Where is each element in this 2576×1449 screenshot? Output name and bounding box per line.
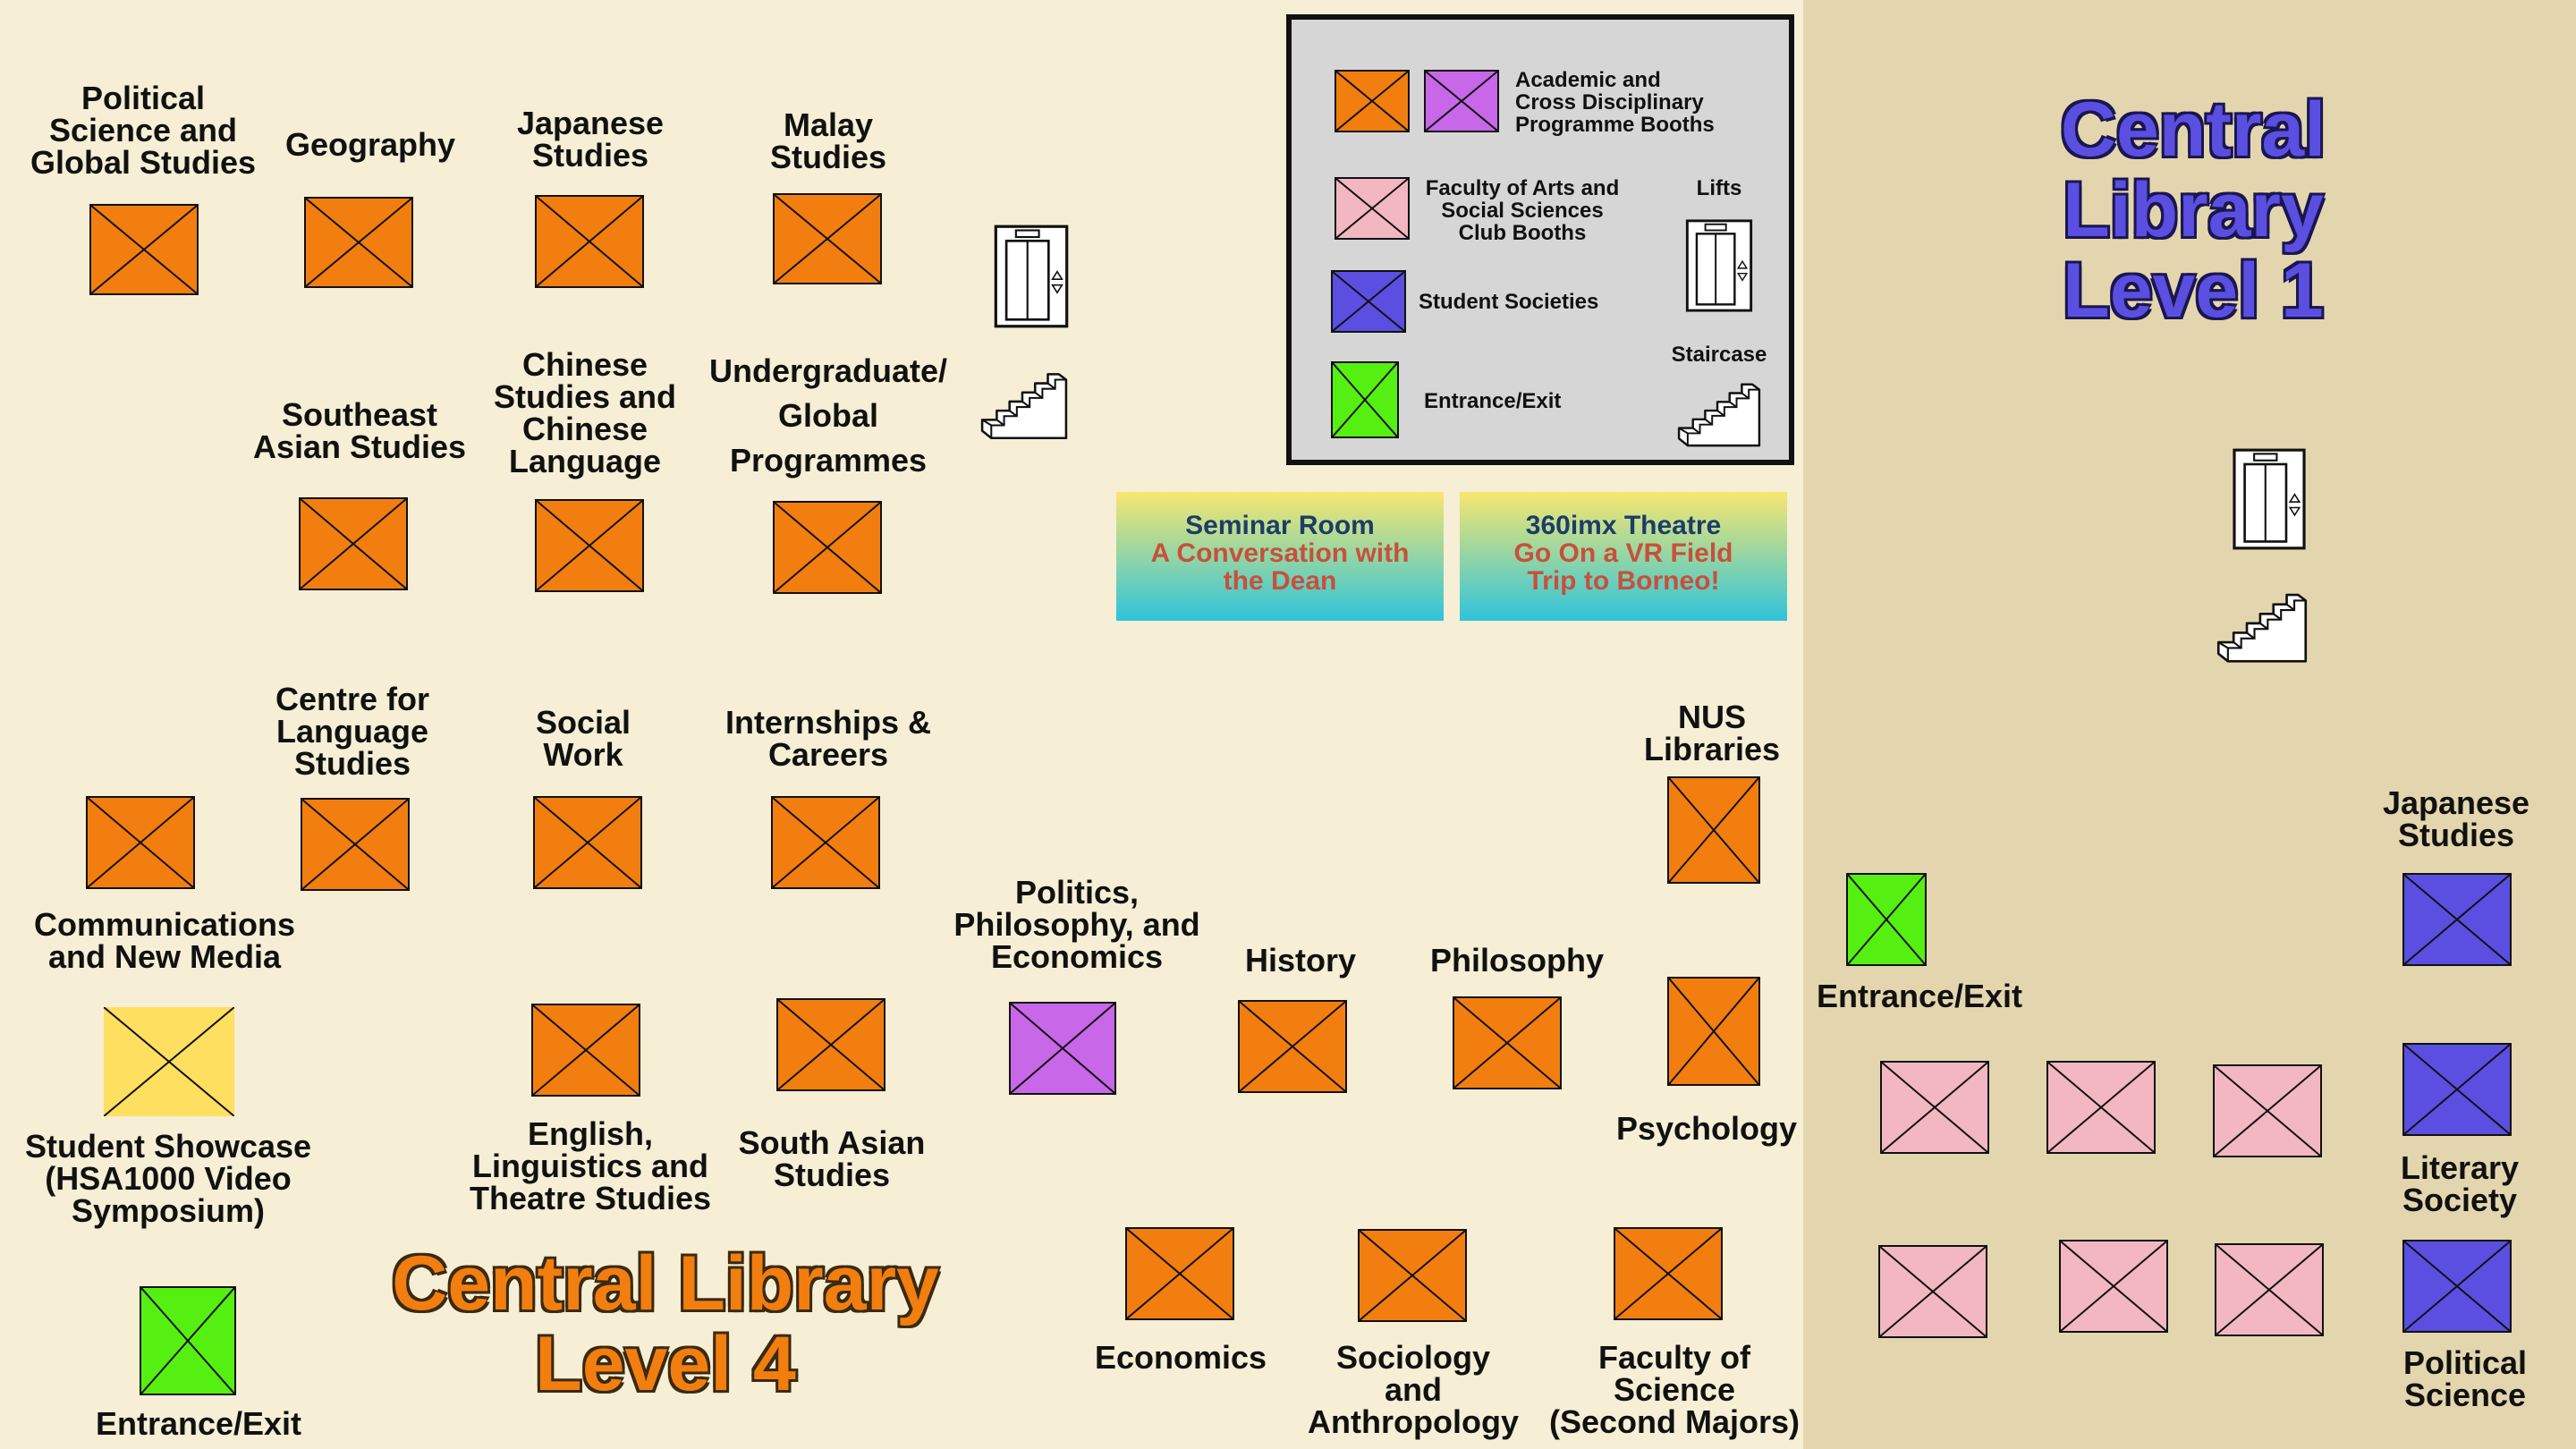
booth-philosophy[interactable] <box>1453 996 1562 1089</box>
society-literary-society[interactable] <box>2402 1043 2512 1136</box>
booth-student-showcase[interactable] <box>104 1007 234 1116</box>
booth-history[interactable] <box>1238 1000 1347 1093</box>
level4-title: Central Library Level 4 <box>392 1241 939 1407</box>
seminar-room-title: Seminar Room <box>1185 511 1375 540</box>
fass-club-booth[interactable] <box>1878 1245 1987 1338</box>
booth-japanese-studies[interactable] <box>535 195 644 288</box>
booth-label: Malay Studies <box>769 106 887 175</box>
booth-label: Faculty of Science (Second Majors) <box>1548 1339 1801 1440</box>
booth-label: Southeast Asian Studies <box>252 396 467 465</box>
legend-fass-club-label: Faculty of Arts and Social Sciences Club… <box>1425 176 1620 245</box>
seminar-room-event: A Conversation with the Dean <box>1150 538 1410 596</box>
fass-club-booth[interactable] <box>2215 1243 2324 1336</box>
theatre-room-title: 360imx Theatre <box>1525 511 1722 540</box>
booth-label: Chinese Studies and Chinese Language <box>493 346 677 479</box>
booth-southeast-asian-studies[interactable] <box>299 497 408 590</box>
legend-staircase-label: Staircase <box>1671 343 1767 367</box>
booth-geography[interactable] <box>304 197 413 288</box>
booth-politics-philosophy-economics[interactable] <box>1009 1002 1116 1095</box>
booth-south-asian-studies[interactable] <box>776 998 886 1091</box>
booth-label: Social Work <box>535 704 631 773</box>
theatre-room-event: Go On a VR Field Trip to Borneo! <box>1513 538 1733 596</box>
society-political-science[interactable] <box>2402 1240 2512 1333</box>
legend-lifts-label: Lifts <box>1696 176 1742 200</box>
booth-sociology-anthropology[interactable] <box>1358 1229 1467 1322</box>
booth-communications-new-media[interactable] <box>86 796 195 889</box>
lift-icon <box>993 224 1070 329</box>
booth-social-work[interactable] <box>533 796 642 889</box>
staircase-icon <box>979 363 1070 444</box>
booth-label: Politics, Philosophy, and Economics <box>953 874 1200 975</box>
entrance-label: Entrance/Exit <box>95 1405 302 1442</box>
booth-label: Geography <box>284 126 456 163</box>
legend-entrance-swatch <box>1331 361 1399 438</box>
fass-club-booth[interactable] <box>2059 1240 2168 1333</box>
booth-label: Literary Society <box>2400 1149 2520 1218</box>
booth-label: Philosophy <box>1429 942 1605 979</box>
booth-malay-studies[interactable] <box>773 193 882 284</box>
booth-label: NUS Libraries <box>1643 699 1781 767</box>
fass-club-booth[interactable] <box>1880 1061 1989 1154</box>
staircase-icon <box>1674 376 1764 449</box>
booth-label: Political Science and Global Studies <box>30 80 257 181</box>
booth-label: Student Showcase (HSA1000 Video Symposiu… <box>24 1128 312 1229</box>
level1-floor-area <box>1803 0 2576 1449</box>
entrance-exit-level1[interactable] <box>1846 873 1927 966</box>
entrance-exit-level4[interactable] <box>140 1286 236 1395</box>
booth-undergraduate-global-programmes[interactable] <box>773 501 882 594</box>
booth-label: English, Linguistics and Theatre Studies <box>469 1115 712 1216</box>
booth-label: Economics <box>1094 1339 1267 1376</box>
society-japanese-studies[interactable] <box>2402 873 2512 966</box>
legend-entrance-label: Entrance/Exit <box>1424 389 1562 413</box>
booth-label: Communications and New Media <box>33 906 296 975</box>
legend-academic-label: Academic and Cross Disciplinary Programm… <box>1515 68 1715 137</box>
legend-academic-swatch <box>1335 70 1410 132</box>
lift-icon <box>1683 218 1755 313</box>
staircase-icon <box>2215 585 2309 665</box>
booth-internships-careers[interactable] <box>771 796 880 889</box>
booth-label: Japanese Studies <box>2382 784 2530 853</box>
booth-political-science-global-studies[interactable] <box>89 204 199 295</box>
seminar-room[interactable]: Seminar Room A Conversation with the Dea… <box>1116 492 1444 621</box>
booth-label: History <box>1244 942 1357 979</box>
lift-icon <box>2231 447 2308 551</box>
legend-student-society-label: Student Societies <box>1419 290 1599 314</box>
booth-label: Psychology <box>1615 1110 1798 1147</box>
booth-label: Undergraduate/ Global Programmes <box>708 352 948 479</box>
legend-student-society-swatch <box>1331 270 1406 333</box>
fass-club-booth[interactable] <box>2046 1061 2156 1154</box>
booth-label: Centre for Language Studies <box>275 681 430 782</box>
booth-label: Japanese Studies <box>516 105 665 174</box>
booth-english-linguistics-theatre[interactable] <box>531 1004 640 1097</box>
booth-label: Political Science <box>2402 1344 2528 1413</box>
booth-centre-language-studies[interactable] <box>301 798 410 891</box>
legend-fass-club-swatch <box>1335 177 1410 240</box>
booth-nus-libraries[interactable] <box>1667 776 1760 884</box>
level1-title: Central Library Level 1 <box>2060 87 2326 334</box>
booth-faculty-of-science[interactable] <box>1614 1227 1723 1320</box>
theatre-room[interactable]: 360imx Theatre Go On a VR Field Trip to … <box>1460 492 1787 621</box>
fass-club-booth[interactable] <box>2213 1064 2322 1157</box>
booth-label: South Asian Studies <box>738 1124 926 1193</box>
legend-cross-disciplinary-swatch <box>1424 70 1499 132</box>
booth-chinese-studies[interactable] <box>535 499 644 592</box>
booth-psychology[interactable] <box>1667 977 1760 1086</box>
booth-economics[interactable] <box>1125 1227 1234 1320</box>
entrance-label: Entrance/Exit <box>1816 978 2023 1014</box>
booth-label: Sociology and Anthropology <box>1308 1339 1519 1440</box>
booth-label: Internships & Careers <box>724 704 932 773</box>
map-legend: Academic and Cross Disciplinary Programm… <box>1286 14 1794 465</box>
